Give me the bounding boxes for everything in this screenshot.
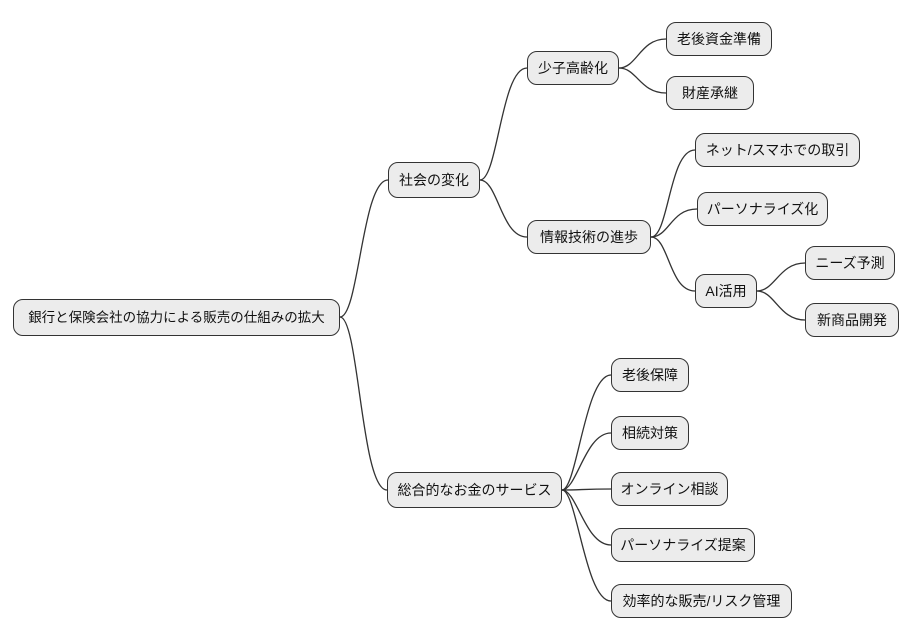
node-efficient-sales-risk-management: 効率的な販売/リスク管理 <box>611 584 792 618</box>
node-ai-utilization: AI活用 <box>695 274 757 308</box>
edge-financial-services-inheritance-planning <box>561 432 612 491</box>
node-personalization: パーソナライズ化 <box>697 192 828 226</box>
edge-social-change-aging-society <box>479 67 528 181</box>
node-retirement-security: 老後保障 <box>611 358 689 392</box>
node-financial-services: 総合的なお金のサービス <box>387 472 562 508</box>
node-social-change: 社会の変化 <box>388 162 480 198</box>
node-it-progress: 情報技術の進歩 <box>527 220 651 254</box>
edge-aging-society-asset-succession <box>618 67 667 94</box>
node-asset-succession: 財産承継 <box>666 76 754 110</box>
node-root: 銀行と保険会社の協力による販売の仕組みの拡大 <box>13 299 340 336</box>
node-online-transactions: ネット/スマホでの取引 <box>695 133 860 167</box>
edge-financial-services-online-consultation <box>561 488 612 491</box>
edge-financial-services-efficient-sales-risk <box>561 489 612 602</box>
edge-ai-utilization-needs-prediction <box>756 262 806 292</box>
edge-root-social-change <box>339 179 389 318</box>
edge-ai-utilization-new-product-dev <box>756 290 806 321</box>
node-online-consultation: オンライン相談 <box>611 472 728 506</box>
edge-it-progress-online-transactions <box>650 149 696 238</box>
edge-root-financial-services <box>339 316 388 491</box>
edge-it-progress-personalization <box>650 208 698 238</box>
node-needs-prediction: ニーズ予測 <box>805 246 895 280</box>
edge-social-change-it-progress <box>479 179 528 238</box>
node-personalized-proposals: パーソナライズ提案 <box>611 528 755 562</box>
edge-aging-society-retirement-funds <box>618 38 667 69</box>
node-inheritance-planning: 相続対策 <box>611 416 689 450</box>
edge-financial-services-retirement-security <box>561 374 612 491</box>
node-aging-society: 少子高齢化 <box>527 51 619 85</box>
edge-it-progress-ai-utilization <box>650 236 696 292</box>
node-retirement-funds: 老後資金準備 <box>666 22 772 56</box>
edge-financial-services-personalized-proposals <box>561 489 612 546</box>
node-new-product-development: 新商品開発 <box>805 303 899 337</box>
